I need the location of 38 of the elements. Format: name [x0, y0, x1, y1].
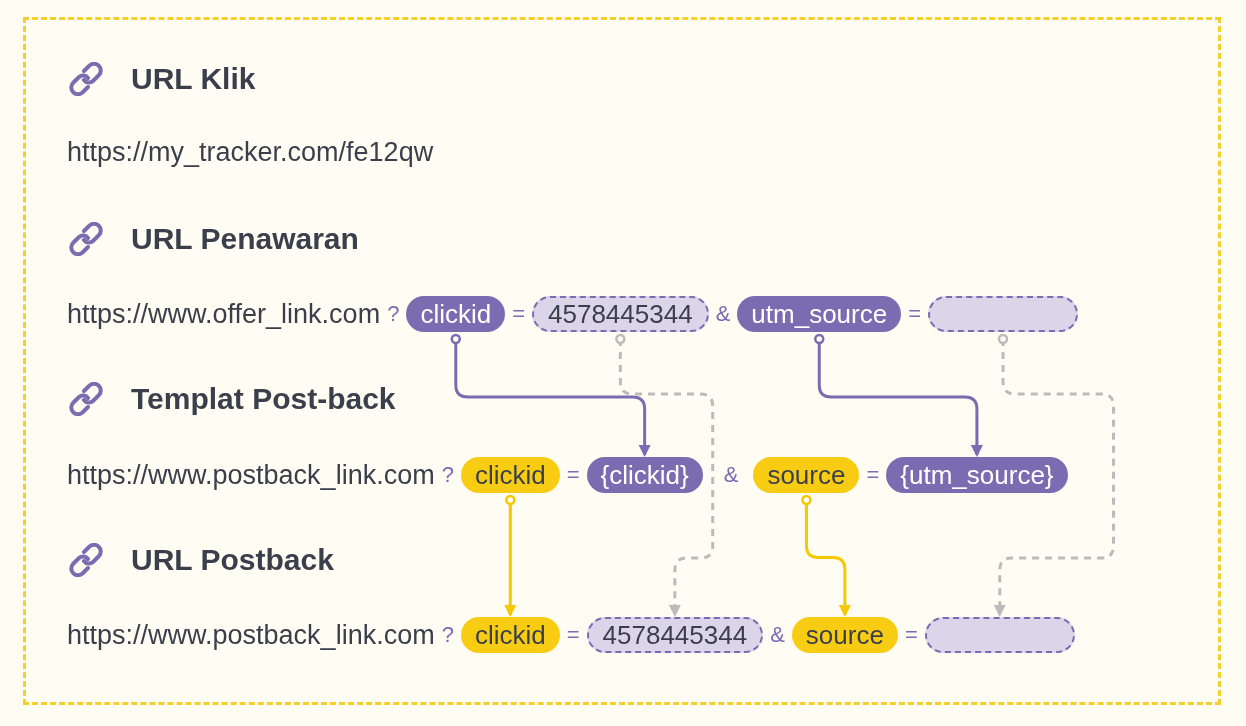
- value-pill: 4578445344: [532, 296, 709, 332]
- url-separator: &: [769, 622, 786, 648]
- section-heading: URL Postback: [131, 543, 334, 577]
- url-separator: =: [565, 462, 581, 488]
- url-separator: &: [714, 301, 732, 327]
- url-separator: ?: [440, 462, 455, 488]
- url-separator: =: [903, 622, 919, 648]
- connector-arrow: [504, 494, 517, 617]
- connector-arrow: [993, 333, 1116, 617]
- url-text: https://www.offer_link.com: [67, 298, 381, 330]
- parameter-pill: {utm_source}: [886, 457, 1068, 493]
- url-separator: =: [511, 301, 527, 327]
- connector-arrow: [450, 333, 651, 457]
- section-heading: URL Klik: [131, 62, 256, 96]
- connector-arrow: [801, 494, 851, 617]
- parameter-pill: clickid: [460, 617, 560, 653]
- url-separator: ?: [440, 622, 455, 648]
- parameter-pill: clickid: [406, 296, 506, 332]
- url-separator: &: [722, 462, 740, 488]
- parameter-pill: {clickid}: [586, 457, 703, 493]
- parameter-pill: utm_source: [737, 296, 902, 332]
- parameter-pill: source: [791, 617, 898, 653]
- value-pill: [928, 296, 1079, 332]
- section-heading: URL Penawaran: [131, 222, 359, 256]
- url-text: https://www.postback_link.com: [67, 459, 435, 491]
- parameter-pill: clickid: [460, 457, 560, 493]
- url-separator: =: [565, 622, 581, 648]
- url-separator: ?: [386, 301, 401, 327]
- url-text: https://my_tracker.com/fe12qw: [67, 137, 434, 168]
- value-pill: 4578445344: [586, 617, 764, 653]
- url-text: https://www.postback_link.com: [67, 619, 435, 651]
- connector-arrow: [615, 333, 715, 617]
- url-separator: =: [907, 301, 923, 327]
- section-heading: Templat Post-back: [131, 382, 396, 416]
- parameter-pill: source: [753, 457, 860, 493]
- url-separator: =: [865, 462, 881, 488]
- connector-arrow: [814, 333, 983, 457]
- value-pill: [924, 617, 1075, 653]
